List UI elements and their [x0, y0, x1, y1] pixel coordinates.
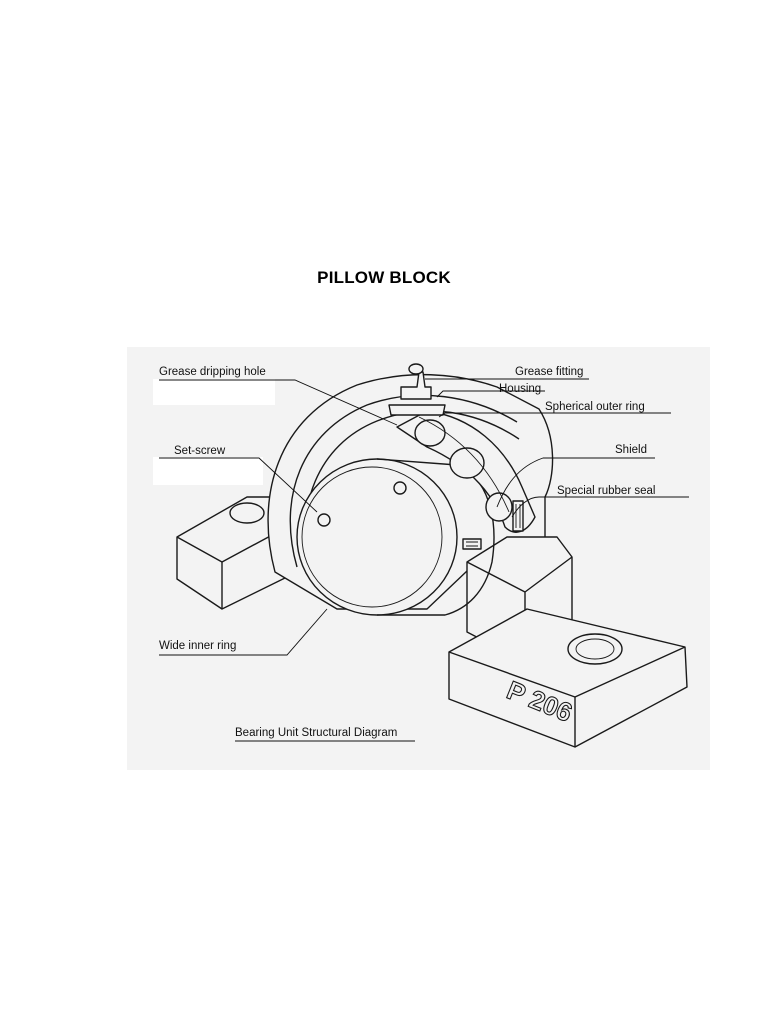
set-screw: [317, 513, 331, 527]
right-bolt-hole-inner: [575, 638, 615, 660]
right-base-plate: [448, 608, 688, 748]
seal-ribs: [466, 504, 521, 547]
hex-socket: [393, 481, 407, 495]
label-backdrop: [153, 457, 263, 485]
leader-spherical-outer-ring: [438, 412, 671, 418]
housing-drawing: P 206: [176, 363, 688, 748]
leader-shield: [496, 457, 655, 508]
grease-fitting-base: [388, 404, 446, 416]
label-shield: Shield: [615, 444, 647, 456]
label-housing: Housing: [499, 383, 541, 395]
bearing-unit-diagram: P 206: [127, 347, 710, 770]
leader-grease-dripping-hole: [159, 379, 398, 426]
label-spherical-outer-ring: Spherical outer ring: [545, 401, 645, 413]
wide-inner-ring-outer: [296, 458, 458, 616]
label-wide-inner-ring: Wide inner ring: [159, 640, 236, 652]
leader-lines: [159, 378, 689, 742]
leader-wide-inner-ring: [159, 608, 328, 656]
label-set-screw: Set-screw: [174, 445, 226, 457]
grease-fitting-nipple: [408, 363, 424, 375]
ball-middle: [449, 447, 485, 479]
wide-inner-ring-inner: [301, 466, 443, 608]
leader-special-rubber-seal: [511, 496, 689, 518]
ball-bottom: [485, 492, 513, 522]
page-title: PILLOW BLOCK: [317, 268, 451, 287]
housing-rim: [289, 394, 518, 568]
label-grease-dripping-hole: Grease dripping hole: [159, 366, 266, 378]
ball-top: [414, 419, 446, 447]
label-grease-fitting: Grease fitting: [515, 366, 583, 378]
grease-fitting: [400, 371, 432, 400]
seal-lower: [462, 538, 482, 550]
left-bolt-hole: [229, 502, 265, 524]
label-special-rubber-seal: Special rubber seal: [557, 485, 655, 497]
diagram-caption: Bearing Unit Structural Diagram: [235, 727, 397, 739]
leader-housing: [436, 390, 545, 398]
leader-set-screw: [159, 457, 318, 513]
label-backdrop: [153, 379, 275, 405]
